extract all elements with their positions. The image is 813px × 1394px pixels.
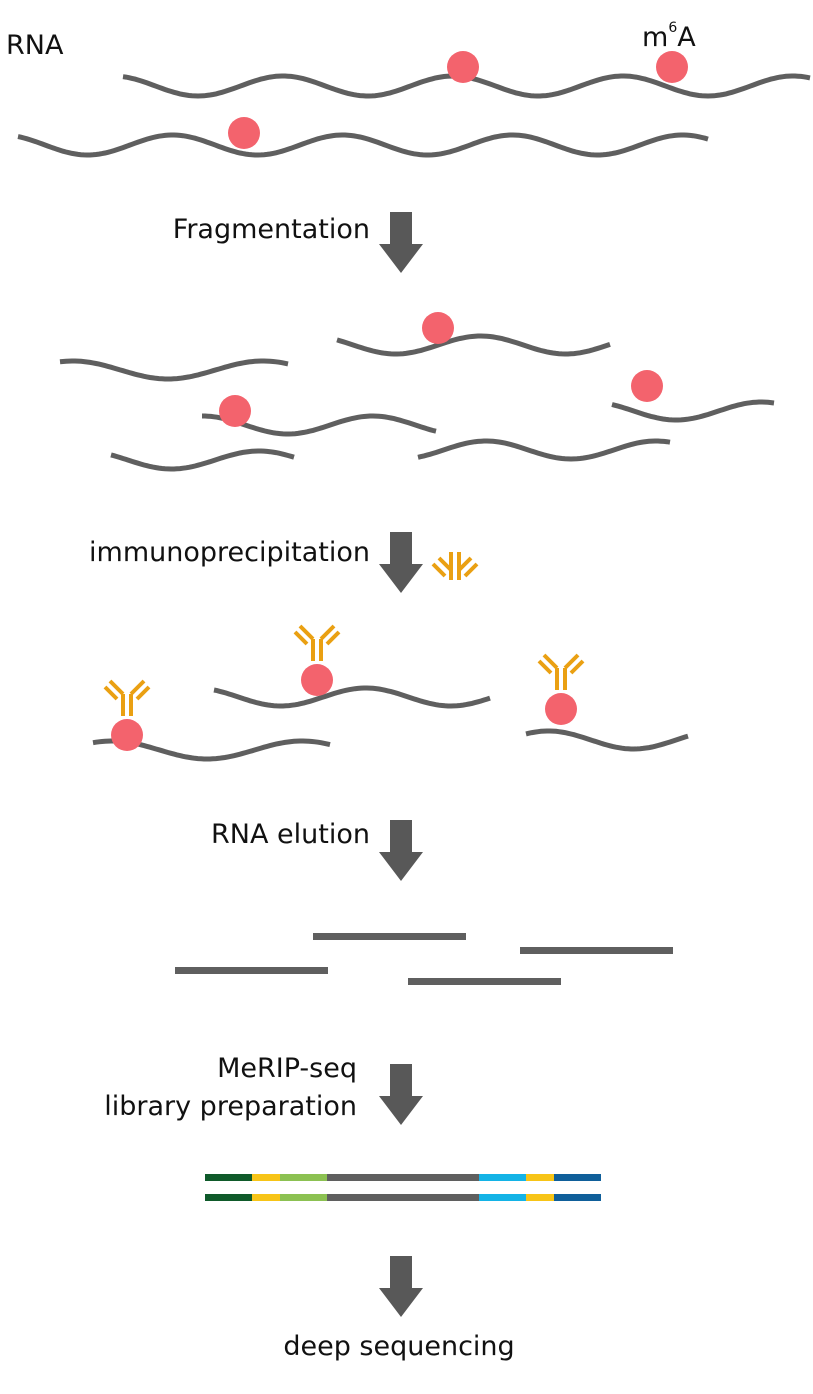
- library-segment: [479, 1194, 526, 1201]
- antibody-stroke: [293, 630, 309, 646]
- rna-fragment-bound: [213, 685, 491, 709]
- m6a-label: m6A: [642, 21, 696, 53]
- library-segment: [205, 1194, 252, 1201]
- library-segment: [526, 1174, 554, 1181]
- m6a-dot-icon: [301, 664, 333, 696]
- antibody-stroke: [431, 562, 447, 578]
- m6a-dot-icon: [631, 370, 663, 402]
- antibody-stroke: [319, 624, 336, 641]
- immunoprecipitation-label: immunoprecipitation: [89, 537, 370, 568]
- antibody-stroke: [463, 562, 479, 578]
- antibody-stroke: [457, 556, 473, 572]
- antibody-icon: [537, 653, 585, 690]
- m6a-base: m: [642, 22, 669, 53]
- antibody-stroke: [437, 556, 453, 572]
- rna-fragment: [611, 399, 775, 423]
- m6a-dot-icon: [656, 51, 688, 83]
- down-arrow-icon: [379, 1256, 423, 1317]
- rna-strand-long: [17, 132, 709, 158]
- m6a-dot-icon: [111, 719, 143, 751]
- library-segment: [554, 1194, 601, 1201]
- library-segment: [205, 1174, 252, 1181]
- antibody-stroke: [135, 685, 151, 701]
- eluted-fragment: [313, 933, 466, 940]
- rna-elution-label: RNA elution: [211, 819, 370, 850]
- antibody-stroke: [325, 630, 341, 646]
- rna-fragment: [59, 358, 289, 382]
- antibody-stroke: [103, 685, 119, 701]
- antibody-stroke: [129, 679, 146, 696]
- down-arrow-icon: [379, 212, 423, 273]
- down-arrow-icon: [379, 532, 423, 593]
- rna-fragment-bound: [525, 728, 689, 752]
- library-segment: [479, 1174, 526, 1181]
- rna-fragment: [417, 438, 671, 462]
- eluted-fragment: [408, 978, 561, 985]
- m6a-dot-icon: [545, 693, 577, 725]
- library-segment: [252, 1194, 280, 1201]
- bound-antibody-icon: [431, 552, 479, 580]
- rna-fragment: [110, 448, 295, 472]
- library-prep-label-line1: MeRIP-seq: [217, 1053, 357, 1084]
- library-segment: [280, 1174, 327, 1181]
- fragmentation-label: Fragmentation: [172, 214, 370, 245]
- antibody-stroke: [563, 653, 580, 670]
- rna-fragment: [336, 333, 611, 357]
- antibody-stroke: [569, 659, 585, 675]
- down-arrow-icon: [379, 1064, 423, 1125]
- library-segment: [327, 1174, 479, 1181]
- library-segment: [252, 1174, 280, 1181]
- rna-label: RNA: [6, 30, 64, 61]
- antibody-stroke: [108, 679, 125, 696]
- library-prep-label-line2: library preparation: [104, 1091, 357, 1122]
- eluted-fragment: [520, 947, 673, 954]
- down-arrow-icon: [379, 820, 423, 881]
- eluted-fragment: [175, 967, 328, 974]
- m6a-superscript: 6: [668, 20, 678, 36]
- m6a-dot-icon: [228, 117, 260, 149]
- m6a-dot-icon: [219, 395, 251, 427]
- antibody-stroke: [298, 624, 315, 641]
- m6a-dot-icon: [447, 51, 479, 83]
- library-segment: [327, 1194, 479, 1201]
- library-segment: [526, 1194, 554, 1201]
- antibody-stroke: [542, 653, 559, 670]
- library-segment: [554, 1174, 601, 1181]
- m6a-dot-icon: [422, 312, 454, 344]
- deep-sequencing-label: deep sequencing: [283, 1331, 515, 1362]
- library-segment: [280, 1194, 327, 1201]
- antibody-stroke: [537, 659, 553, 675]
- m6a-tail: A: [677, 22, 696, 53]
- antibody-icon: [293, 624, 341, 661]
- antibody-icon: [103, 679, 151, 716]
